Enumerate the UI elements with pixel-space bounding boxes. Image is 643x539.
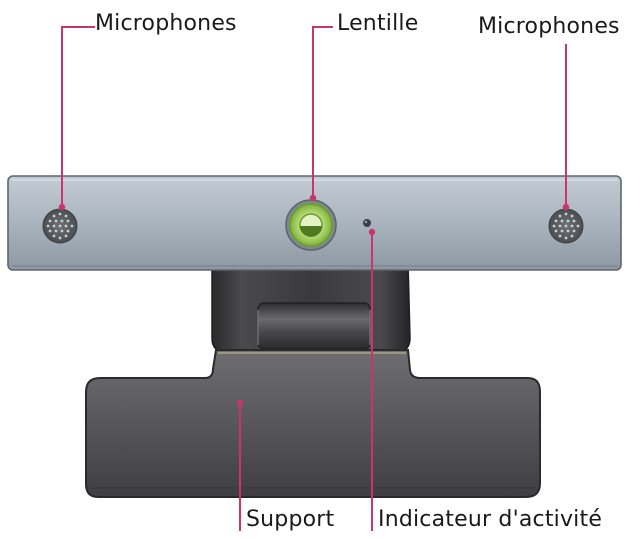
label-microphones-right: Microphones [478,14,620,39]
hinge [211,261,411,353]
label-microphones-left: Microphones [95,11,237,36]
leader-microphones-left [61,26,95,207]
lens [285,199,337,251]
label-activity-indicator: Indicateur d'activité [378,507,603,532]
microphone-right-grille [548,208,584,244]
label-lens: Lentille [337,11,419,36]
leader-lines [58,26,570,531]
leader-dot-lens [309,194,317,202]
support-stand [85,349,541,498]
leader-dot-activity-indicator [368,228,376,236]
leader-lens [312,26,333,198]
leader-dot-microphones-left [58,203,66,211]
leader-dot-support [236,399,244,407]
leader-dot-microphones-right [562,203,570,211]
microphone-left-grille [42,208,78,244]
label-support: Support [246,507,335,532]
activity-indicator-dot [363,219,371,227]
